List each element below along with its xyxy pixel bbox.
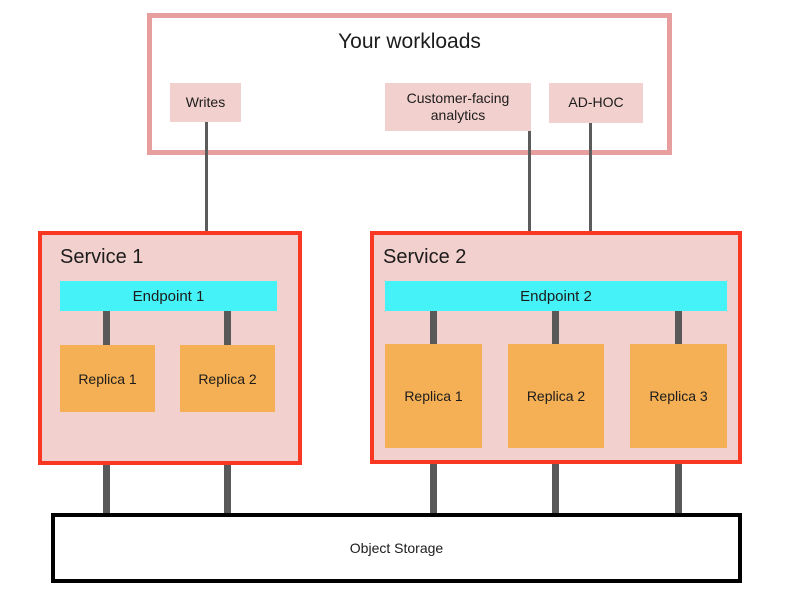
- service-2-replica-1[interactable]: Replica 1: [385, 344, 482, 448]
- arrow-shaft: [528, 131, 531, 266]
- service-2-replica-3[interactable]: Replica 3: [630, 344, 727, 448]
- service-label-service-1: Service 1: [60, 246, 144, 268]
- workloads-title: Your workloads: [338, 30, 481, 53]
- link-s2-replica-1-to-storage: [430, 448, 437, 515]
- workload-tag-writes[interactable]: Writes: [170, 83, 241, 122]
- service-2-replica-2[interactable]: Replica 2: [508, 344, 604, 448]
- endpoint-2[interactable]: Endpoint 2: [385, 281, 727, 311]
- workload-tag-customer-facing-analytics[interactable]: Customer-facing analytics: [385, 83, 531, 131]
- arrow-shaft: [589, 123, 592, 266]
- service-label-service-2: Service 2: [383, 246, 467, 268]
- link-s2-replica-3-to-storage: [675, 448, 682, 515]
- link-endpoint-2-to-s2-replica-2: [552, 311, 559, 348]
- service-1-replica-2[interactable]: Replica 2: [180, 345, 275, 412]
- workload-tag-ad-hoc[interactable]: AD-HOC: [549, 83, 643, 123]
- object-storage-box[interactable]: Object Storage: [51, 513, 742, 583]
- link-endpoint-2-to-s2-replica-1: [430, 311, 437, 348]
- endpoint-1[interactable]: Endpoint 1: [60, 281, 277, 311]
- link-endpoint-1-to-s1-replica-1: [103, 311, 110, 349]
- link-endpoint-1-to-s1-replica-2: [224, 311, 231, 349]
- service-1-replica-1[interactable]: Replica 1: [60, 345, 155, 412]
- link-s2-replica-2-to-storage: [552, 448, 559, 515]
- arrow-shaft: [205, 122, 208, 266]
- object-storage-label: Object Storage: [349, 540, 444, 556]
- link-endpoint-2-to-s2-replica-3: [675, 311, 682, 348]
